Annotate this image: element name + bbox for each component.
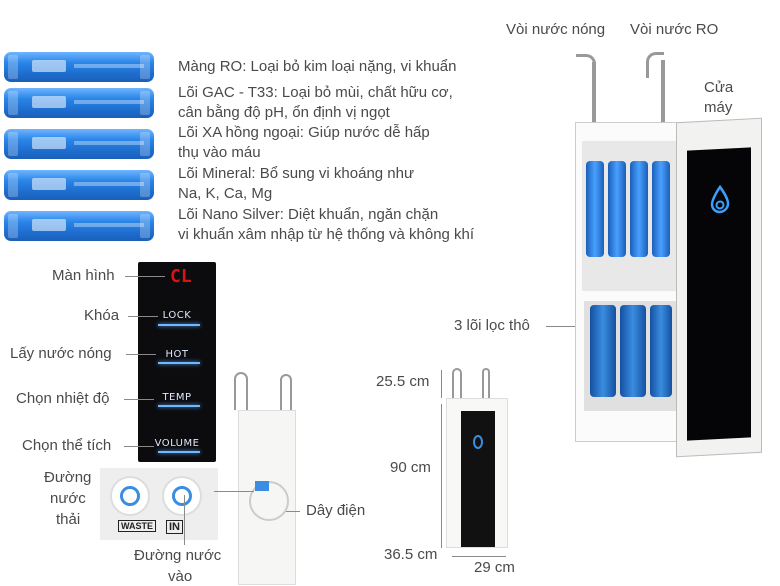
filter-gac-desc: Lõi GAC - T33: Loại bỏ mùi, chất hữu cơ, [178, 84, 453, 101]
dim-height: 90 cm [390, 459, 431, 476]
screen-label: Màn hình [52, 267, 115, 284]
waste-port [110, 476, 150, 516]
machine-door [676, 117, 762, 458]
main-filters [586, 161, 674, 261]
temp-label: Chọn nhiệt độ [16, 390, 110, 407]
temp-button[interactable]: TEMP [162, 392, 192, 403]
dimension-machine [446, 398, 508, 548]
filter-mineral-desc: Lõi Mineral: Bổ sung vi khoáng như [178, 165, 415, 182]
volume-label: Chọn thể tích [22, 437, 112, 454]
lock-label: Khóa [84, 307, 120, 324]
inlet-label-1: Đường nước [134, 547, 222, 564]
filter-gac-desc-2: cân bằng độ pH, ổn định vị ngọt [178, 104, 390, 121]
machine-cabinet [575, 122, 683, 442]
control-panel: CL LOCK HOT TEMP VOLUME [138, 262, 216, 462]
door-label-2: máy [704, 99, 733, 116]
filter-cartridge-nano-silver [4, 211, 154, 241]
prefilter-housings [584, 301, 676, 411]
lock-button[interactable]: LOCK [162, 310, 192, 321]
filter-nano-desc: Lõi Nano Silver: Diệt khuẩn, ngăn chặn [178, 206, 439, 223]
temperature-display: CL [170, 266, 192, 287]
dim-width: 29 cm [474, 559, 515, 576]
inlet-port [162, 476, 202, 516]
hot-tap-label: Vòi nước nóng [506, 21, 606, 38]
dim-depth: 36.5 cm [384, 546, 438, 563]
ro-tap [646, 52, 664, 78]
power-cord-label: Dây điện [306, 502, 366, 519]
waste-sticker: WASTE [118, 520, 157, 532]
filter-cartridge-mineral [4, 170, 154, 200]
hot-label: Lấy nước nóng [10, 345, 112, 362]
filter-cartridge-ro [4, 52, 154, 82]
side-view-machine [238, 410, 296, 585]
filter-ro-desc: Màng RO: Loại bỏ kim loại nặng, vi khuẩn [178, 58, 457, 75]
back-connections: WASTE IN [100, 468, 218, 540]
inlet-sticker: IN [166, 520, 183, 534]
filter-xa-desc: Lõi XA hồng ngoại: Giúp nước dễ hấp [178, 124, 430, 141]
door-label-1: Cửa [704, 79, 734, 96]
filter-nano-desc-2: vi khuẩn xâm nhập từ hệ thống và không k… [178, 226, 475, 243]
filter-mineral-desc-2: Na, K, Ca, Mg [178, 185, 273, 202]
waste-label-3: thải [56, 511, 81, 528]
waste-label-1: Đường [44, 469, 92, 486]
filter-xa-desc-2: thụ vào máu [178, 144, 261, 161]
volume-button[interactable]: VOLUME [154, 438, 200, 449]
dim-top: 25.5 cm [376, 373, 430, 390]
filter-cartridge-xa [4, 129, 154, 159]
waste-label-2: nước [50, 490, 86, 507]
water-drop-icon [710, 184, 730, 214]
hot-button[interactable]: HOT [165, 349, 189, 360]
filter-cartridge-gac [4, 88, 154, 118]
ro-tap-label: Vòi nước RO [630, 21, 719, 38]
prefilters-label: 3 lõi lọc thô [454, 317, 530, 334]
inlet-label-2: vào [168, 568, 193, 585]
